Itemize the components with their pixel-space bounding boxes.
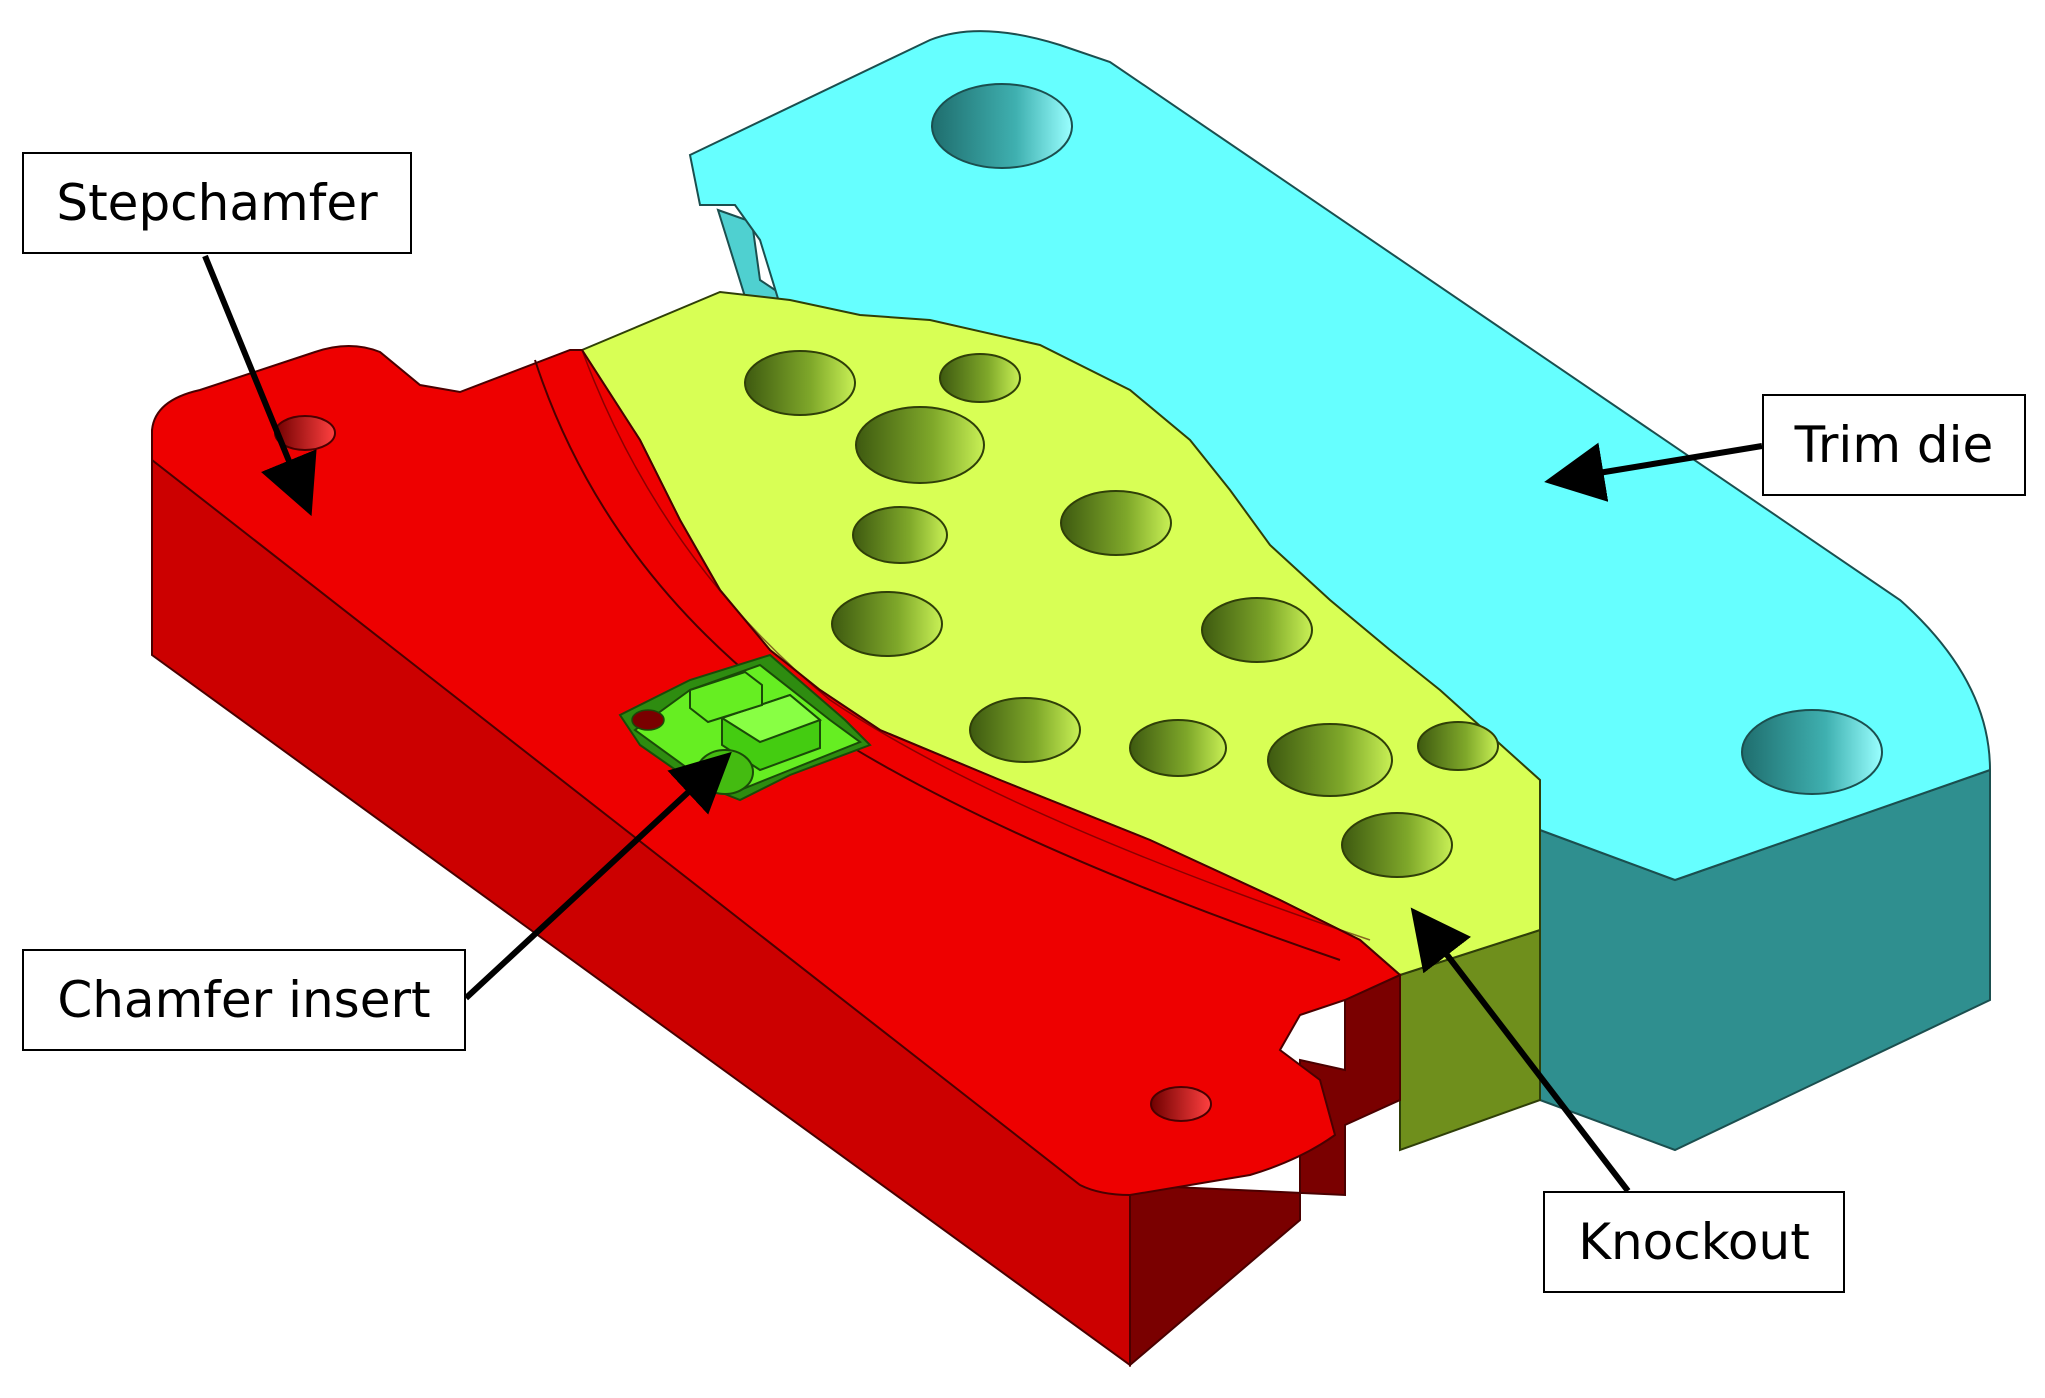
chamfer-insert-tab bbox=[689, 670, 763, 724]
knockout-pin-hole bbox=[1341, 812, 1453, 878]
stepchamfer-arrow bbox=[202, 254, 317, 517]
knockout-pin-hole bbox=[852, 506, 948, 564]
knockout-pin-hole bbox=[744, 350, 856, 416]
trim-die bbox=[688, 30, 1992, 1152]
chamfer-insert-relief bbox=[631, 709, 665, 731]
stepchamfer-label: Stepchamfer bbox=[22, 152, 412, 254]
trim-die-arrow bbox=[1544, 442, 1763, 502]
knockout-label: Knockout bbox=[1543, 1191, 1845, 1293]
chamfer-insert-label: Chamfer insert bbox=[22, 949, 466, 1051]
knockout-pin-hole bbox=[1060, 490, 1172, 556]
stepchamfer-arc-line bbox=[581, 349, 1371, 941]
knockout-pin-hole bbox=[969, 697, 1081, 763]
trim-die-label: Trim die bbox=[1762, 394, 2026, 496]
stepchamfer-bolt-hole-right bbox=[1150, 1086, 1212, 1122]
chamfer-insert-bore bbox=[696, 749, 754, 795]
knockout-pin-hole bbox=[855, 406, 985, 484]
knockout bbox=[580, 290, 1541, 1152]
knockout-arrow bbox=[1410, 907, 1631, 1193]
knockout-pin-hole bbox=[831, 591, 943, 657]
chamfer-insert-arrow bbox=[463, 751, 732, 1001]
trim-die-bolt-hole-top bbox=[931, 83, 1073, 169]
leader-arrows bbox=[202, 254, 1763, 1193]
knockout-pin-hole bbox=[1417, 721, 1499, 771]
knockout-pin-holes bbox=[744, 350, 1499, 878]
knockout-pin-hole bbox=[1201, 597, 1313, 663]
trim-die-bolt-hole-bottom bbox=[1741, 709, 1883, 795]
knockout-pin-hole bbox=[1267, 723, 1393, 797]
chamfer-insert-block-top bbox=[719, 693, 822, 744]
knockout-pin-hole bbox=[939, 353, 1021, 403]
knockout-pin-hole bbox=[1129, 719, 1227, 777]
